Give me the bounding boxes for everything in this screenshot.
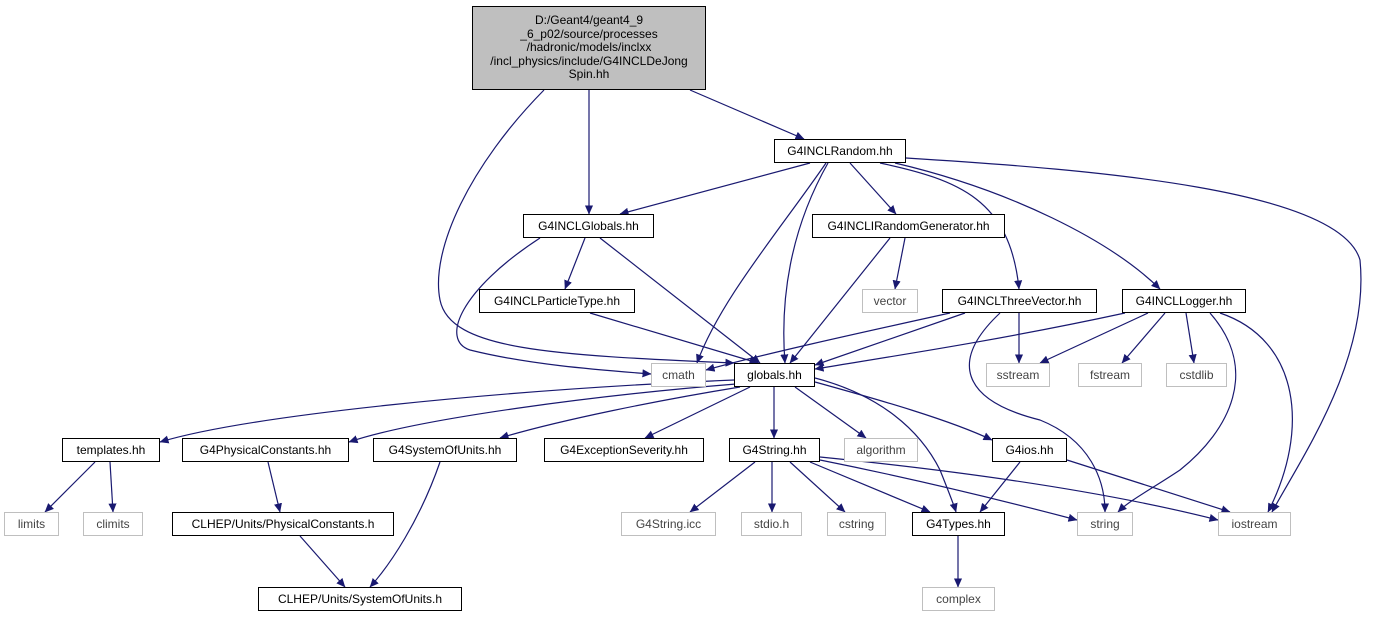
- edge-g4ios-to-iostream: [1066, 459, 1231, 514]
- edge-random-to-globals: [780, 162, 829, 364]
- edge-random-to-iostream: [905, 157, 1362, 513]
- edge-physconst-to-clhepphys: [267, 461, 282, 513]
- edge-templates-to-climits: [108, 461, 117, 513]
- node-cstdlib: cstdlib: [1166, 363, 1227, 387]
- root-label-line: /incl_physics/include/G4INCLDeJong: [490, 53, 688, 68]
- node-vector: vector: [862, 289, 918, 313]
- edge-random-to-inclglobals: [619, 162, 811, 216]
- node-g4types[interactable]: G4Types.hh: [912, 512, 1005, 536]
- node-climits: climits: [83, 512, 143, 536]
- edge-threevector-to-cmath: [705, 312, 951, 372]
- node-limits: limits: [4, 512, 59, 536]
- node-stdio: stdio.h: [741, 512, 802, 536]
- edge-inclglobals-to-globals: [599, 237, 761, 364]
- edge-logger-to-iostream: [1219, 312, 1293, 513]
- edge-g4ios-to-g4types: [979, 461, 1021, 513]
- node-logger[interactable]: G4INCLLogger.hh: [1122, 289, 1246, 313]
- node-root-file[interactable]: D:/Geant4/geant4_9_6_p02/source/processe…: [472, 6, 706, 90]
- root-label-line: Spin.hh: [568, 67, 610, 82]
- edge-logger-to-fstream: [1121, 312, 1166, 364]
- node-threevector[interactable]: G4INCLThreeVector.hh: [942, 289, 1097, 313]
- edge-globals-to-templates: [159, 379, 735, 444]
- node-g4ios[interactable]: G4ios.hh: [992, 438, 1067, 462]
- node-physconst[interactable]: G4PhysicalConstants.hh: [182, 438, 349, 462]
- edge-random-to-threevector: [879, 162, 1023, 290]
- edge-sysunits-to-clhepunits: [369, 461, 441, 588]
- edge-particletype-to-globals: [589, 312, 759, 365]
- edge-templates-to-limits: [44, 461, 96, 513]
- edge-threevector-to-string: [968, 312, 1110, 513]
- edge-globals-to-excsev: [644, 386, 751, 439]
- node-string: string: [1077, 512, 1133, 536]
- edge-g4string-to-cstring: [789, 461, 846, 513]
- node-cstring: cstring: [827, 512, 886, 536]
- edge-globals-to-g4ios: [814, 381, 993, 441]
- edge-g4string-to-string: [819, 459, 1078, 522]
- edge-logger-to-cstdlib: [1185, 312, 1197, 364]
- node-clhepphys[interactable]: CLHEP/Units/PhysicalConstants.h: [172, 512, 394, 536]
- edge-globals-to-physconst: [348, 383, 737, 444]
- root-label-line: _6_p02/source/processes: [520, 26, 658, 41]
- root-label-line: D:/Geant4/geant4_9: [534, 13, 644, 28]
- node-g4stringicc: G4String.icc: [621, 512, 716, 536]
- edge-threevector-to-globals: [814, 312, 966, 367]
- edge-logger-to-sstream: [1039, 312, 1149, 364]
- edge-random-to-cmath: [696, 162, 827, 364]
- edge-inclglobals-to-particletype: [564, 237, 586, 290]
- edge-logger-to-globals: [814, 312, 1126, 372]
- node-fstream: fstream: [1078, 363, 1142, 387]
- edge-g4string-to-g4stringicc: [689, 461, 756, 513]
- node-clhepunits[interactable]: CLHEP/Units/SystemOfUnits.h: [258, 587, 462, 611]
- edge-globals-to-g4types: [814, 377, 958, 513]
- node-iostream: iostream: [1218, 512, 1291, 536]
- node-globals[interactable]: globals.hh: [734, 363, 815, 387]
- node-irandgen[interactable]: G4INCLIRandomGenerator.hh: [812, 214, 1005, 238]
- node-g4string[interactable]: G4String.hh: [729, 438, 820, 462]
- edge-globals-to-algorithm: [794, 386, 867, 439]
- edge-random-to-irandgen: [849, 162, 897, 215]
- root-label-line: /hadronic/models/inclxx: [526, 40, 652, 55]
- node-excsev[interactable]: G4ExceptionSeverity.hh: [544, 438, 704, 462]
- edge-irandgen-to-vector: [892, 237, 906, 290]
- edge-g4string-to-g4types: [809, 461, 931, 513]
- edge-irandgen-to-globals: [789, 237, 891, 364]
- node-cmath: cmath: [651, 363, 706, 387]
- edge-logger-to-string: [1117, 312, 1237, 513]
- edge-root-to-globals: [437, 89, 735, 367]
- node-particletype[interactable]: G4INCLParticleType.hh: [479, 289, 635, 313]
- edge-random-to-logger: [894, 162, 1161, 290]
- edge-inclglobals-to-cmath: [456, 237, 652, 378]
- node-sysunits[interactable]: G4SystemOfUnits.hh: [373, 438, 517, 462]
- node-sstream: sstream: [986, 363, 1050, 387]
- node-templates[interactable]: templates.hh: [62, 438, 160, 462]
- edge-globals-to-sysunits: [499, 386, 741, 440]
- edge-g4string-to-iostream: [819, 456, 1219, 522]
- node-random[interactable]: G4INCLRandom.hh: [774, 139, 906, 163]
- edge-clhepphys-to-clhepunits: [299, 535, 346, 588]
- edge-root-to-random: [689, 89, 805, 140]
- node-inclglobals[interactable]: G4INCLGlobals.hh: [523, 214, 654, 238]
- node-algorithm: algorithm: [844, 438, 918, 462]
- node-complex: complex: [922, 587, 995, 611]
